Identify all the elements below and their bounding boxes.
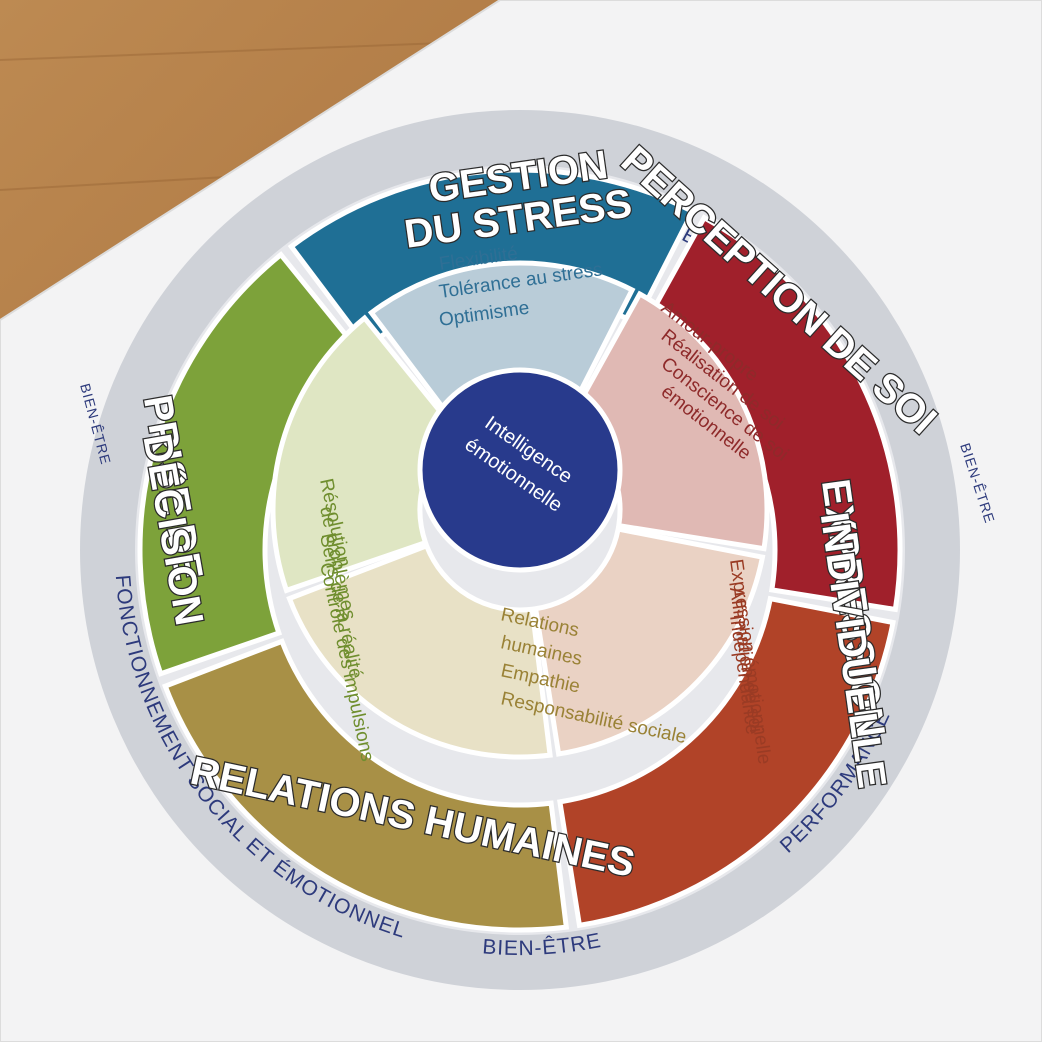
segment-expression-outer-band (557, 595, 896, 929)
segment-decision-outer-band (137, 251, 364, 677)
segment-relations-outer-band (162, 638, 570, 933)
center-circle (417, 367, 623, 573)
segment-decision-inner-band (270, 314, 461, 594)
center-node: Intelligence émotionnelle (417, 367, 623, 573)
segment-expression-inner-band (532, 526, 766, 757)
segment-relations-inner-band (286, 542, 553, 760)
